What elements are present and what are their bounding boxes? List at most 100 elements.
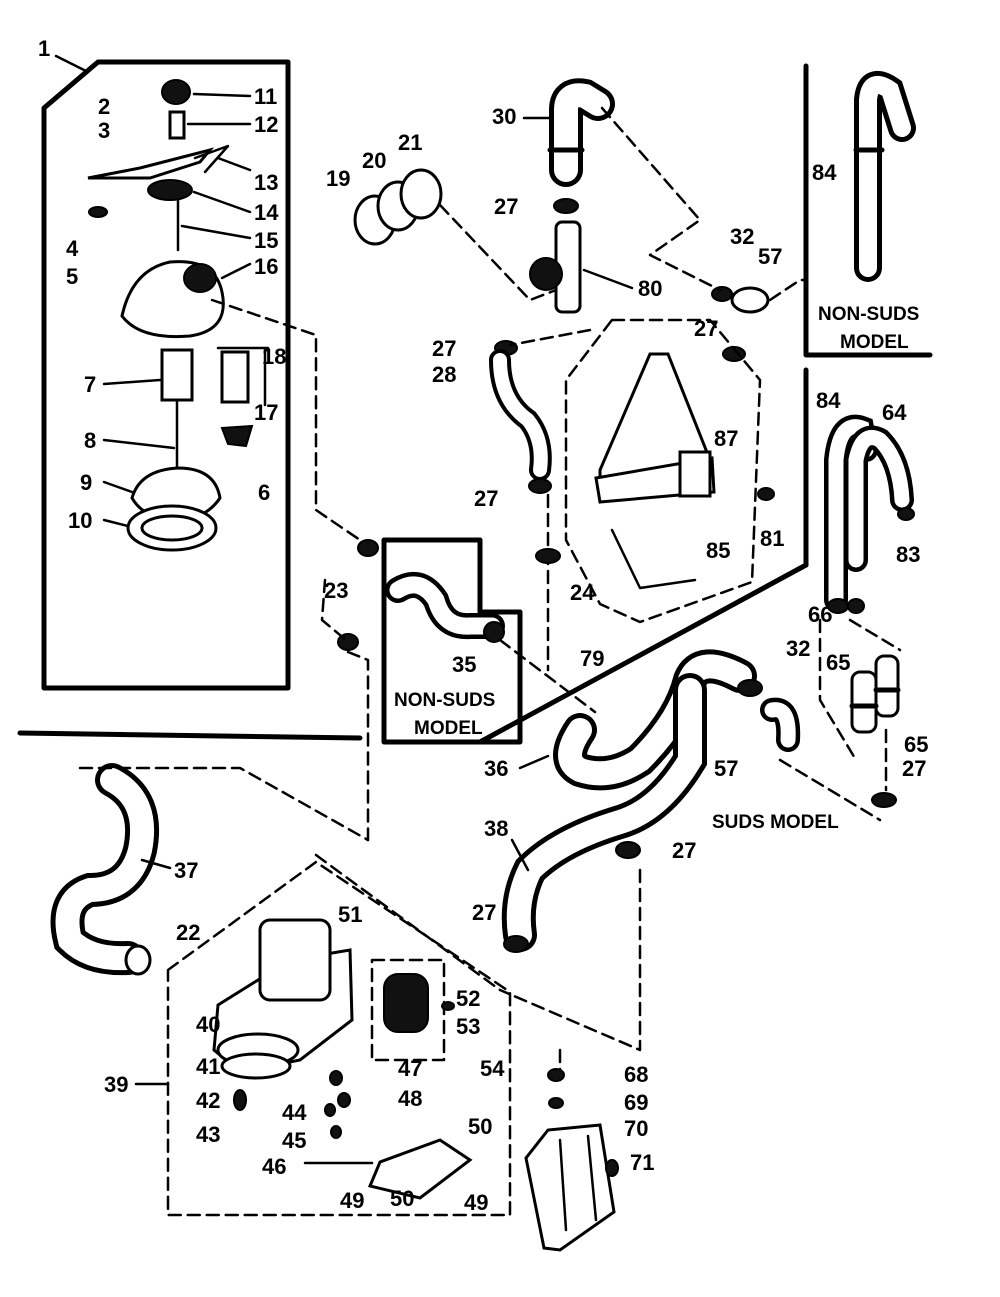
part-24-clamp (535, 548, 561, 564)
part-68-bolt (547, 1068, 565, 1082)
callout-54: 54 (480, 1056, 505, 1081)
agitator-group (535, 318, 775, 624)
model-notes: NON-SUDS MODEL NON-SUDS MODEL SUDS MODEL (394, 304, 919, 833)
suds-hose-group (778, 414, 915, 822)
callout-87: 87 (714, 426, 738, 451)
callout-65-b: 65 (904, 732, 928, 757)
part-21-ring (399, 168, 443, 220)
part-32-clamp-upper (711, 286, 733, 302)
callout-43: 43 (196, 1122, 220, 1147)
part-83-clip (897, 507, 915, 521)
leader-14 (192, 190, 252, 214)
callout-48: 48 (398, 1086, 422, 1111)
callout-27-d: 27 (694, 316, 718, 341)
part-47-nut (329, 1070, 343, 1086)
callout-53: 53 (456, 1014, 480, 1039)
part-36-fill (558, 654, 752, 786)
callout-8: 8 (84, 428, 96, 453)
leader-15 (180, 224, 252, 240)
callout-24: 24 (570, 580, 595, 605)
callout-1: 1 (38, 36, 50, 61)
part-12-spring (168, 110, 186, 140)
part-4-clip (88, 206, 108, 218)
callout-84-a: 84 (812, 160, 837, 185)
callout-83: 83 (896, 542, 920, 567)
part-14-cam (147, 179, 193, 201)
part-81-clip (757, 487, 775, 501)
leader-36 (518, 754, 550, 770)
callout-17: 17 (254, 400, 278, 425)
callout-23: 23 (324, 578, 348, 603)
callout-13: 13 (254, 170, 278, 195)
pump-assembly (50, 763, 642, 1217)
part-38-fill (506, 678, 702, 947)
part-27-clamp-mid (528, 478, 552, 494)
callout-51: 51 (338, 902, 362, 927)
callout-35: 35 (452, 652, 476, 677)
part-37-fill (55, 768, 155, 971)
callout-27-a: 27 (494, 194, 518, 219)
part-69-nut (548, 1097, 564, 1109)
part-85-rod (610, 528, 697, 590)
part-64-fill (848, 430, 910, 568)
part-35-fill (389, 576, 501, 635)
part-10-seal-inner (140, 514, 204, 542)
part-16-cover (183, 263, 217, 293)
part-27-clamp-top (553, 198, 579, 214)
callout-49-b: 49 (464, 1190, 488, 1215)
callout-6: 6 (258, 480, 270, 505)
part-42-ring (220, 1052, 292, 1080)
part-79-outline (564, 318, 762, 624)
leader-80 (582, 268, 634, 290)
callout-12: 12 (254, 112, 278, 137)
callout-27-c: 27 (474, 486, 498, 511)
part-70-bracket (524, 1123, 616, 1252)
callout-40: 40 (196, 1012, 220, 1037)
part-65-filter-a (850, 670, 878, 734)
part-52-filter (383, 973, 429, 1033)
part-35-end (483, 621, 505, 643)
part-32-clamp (737, 679, 763, 697)
callout-45: 45 (282, 1128, 306, 1153)
part-7-coupling (160, 348, 194, 402)
callout-21: 21 (398, 130, 422, 155)
mount-bracket (524, 1068, 619, 1252)
callout-44: 44 (282, 1100, 307, 1125)
callout-3: 3 (98, 118, 110, 143)
callout-57-a: 57 (758, 244, 782, 269)
callout-66: 66 (808, 602, 832, 627)
callout-85: 85 (706, 538, 730, 563)
suds-leader-lines (778, 618, 902, 822)
callout-4: 4 (66, 236, 79, 261)
callout-19: 19 (326, 166, 350, 191)
part-17-bracket (220, 350, 250, 404)
part-22-clamp (124, 944, 152, 976)
part-27-clamp-suds (871, 792, 897, 808)
leader-16 (220, 262, 252, 280)
non-suds-right-border (803, 63, 933, 568)
part-57-elbow-upper (730, 286, 770, 314)
leader-37 (140, 858, 172, 870)
leader-9 (102, 480, 134, 494)
callout-79: 79 (580, 646, 604, 671)
callout-36: 36 (484, 756, 508, 781)
part-30-hose-fill (554, 83, 610, 182)
part-87-box (678, 450, 712, 498)
callout-57-b: 57 (714, 756, 738, 781)
callout-9: 9 (80, 470, 92, 495)
callout-2: 2 (98, 94, 110, 119)
dashed-leader-lines-upper (438, 106, 808, 672)
part-18-bracket-line (216, 346, 270, 407)
callout-leaders (54, 54, 634, 1086)
part-28-hose-fill (493, 353, 548, 477)
non-suds-hose-84 (853, 70, 916, 282)
callout-81: 81 (760, 526, 784, 551)
part-13-spring (193, 144, 230, 174)
left-leader-lines (210, 298, 597, 842)
part-6-clip (220, 424, 254, 448)
callout-10: 10 (68, 508, 92, 533)
hose-valve-assembly (353, 78, 808, 672)
leader-38 (510, 838, 530, 872)
callout-11: 11 (254, 84, 277, 109)
